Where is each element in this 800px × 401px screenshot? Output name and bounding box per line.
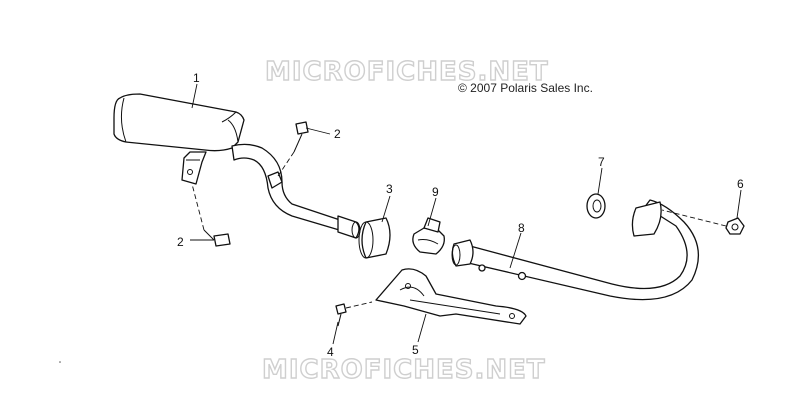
gasket (586, 193, 606, 219)
clamp (412, 217, 445, 255)
leader-8 (509, 232, 522, 269)
bolt-shield (335, 301, 373, 327)
callout-5: 5 (412, 343, 419, 357)
callout-7: 7 (598, 155, 605, 169)
leader-1 (191, 83, 198, 109)
leader-3 (381, 195, 391, 223)
stray-dot (59, 361, 61, 363)
muffler (113, 93, 361, 239)
leader-9 (427, 197, 437, 227)
watermark-bottom: MICROFICHES.NET (262, 355, 546, 385)
leader-7 (597, 167, 603, 195)
watermark-top: MICROFICHES.NET (265, 57, 549, 87)
leader-5 (417, 313, 427, 343)
bolt-upper (277, 121, 309, 177)
callout-8: 8 (518, 221, 525, 235)
callout-2-lower: 2 (177, 235, 184, 249)
callout-9: 9 (432, 185, 439, 199)
callout-4: 4 (327, 345, 334, 359)
callout-6: 6 (737, 177, 744, 191)
copyright-notice: © 2007 Polaris Sales Inc. (458, 81, 593, 95)
seal (358, 217, 391, 259)
leader-2a (305, 127, 331, 135)
heat-shield (375, 268, 527, 325)
callout-2-upper: 2 (334, 127, 341, 141)
nut (661, 209, 745, 235)
leader-6 (736, 189, 742, 219)
bolt-lower (191, 183, 231, 247)
callout-3: 3 (386, 182, 393, 196)
head-pipe (451, 199, 699, 301)
leader-4 (332, 321, 339, 345)
callout-1: 1 (193, 71, 200, 85)
